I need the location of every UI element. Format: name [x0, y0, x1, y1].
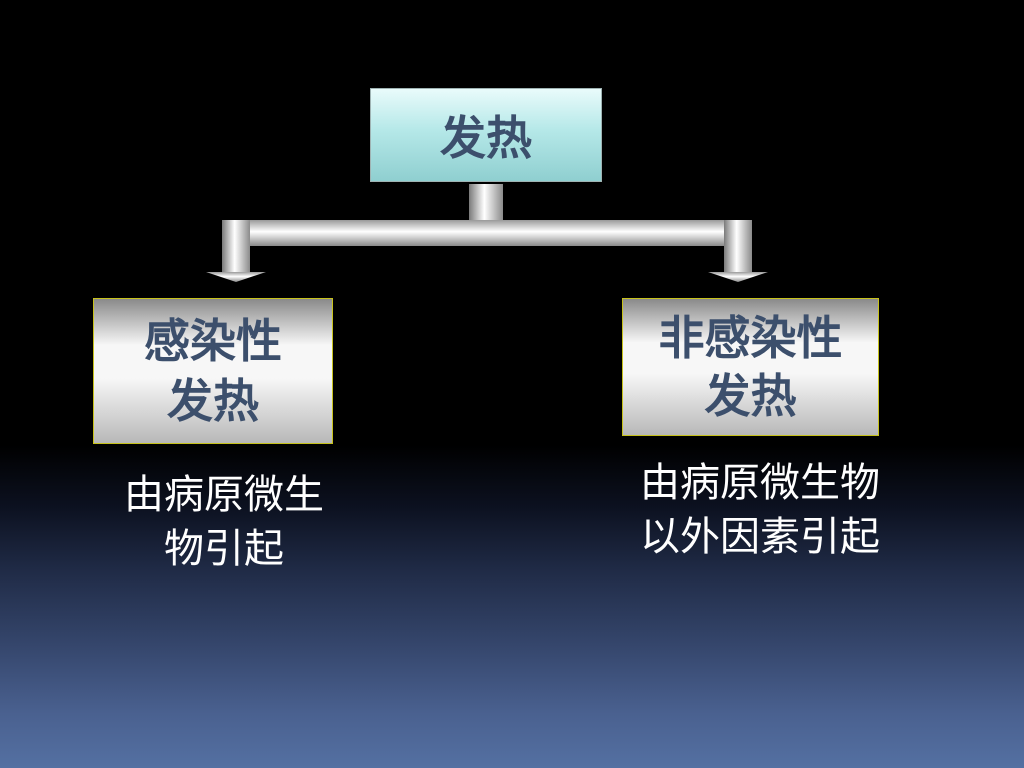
root-node-label: 发热: [440, 111, 532, 165]
right-arrow-head: [708, 272, 768, 282]
root-node-fever: 发热: [370, 88, 602, 182]
left-drop-bar: [222, 220, 250, 272]
description-infectious: 由病原微生 物引起: [90, 468, 358, 576]
stem-bar: [469, 184, 503, 222]
description-line: 物引起: [164, 526, 284, 572]
description-line: 由病原微生物: [640, 460, 880, 506]
description-noninfectious: 由病原微生物 以外因素引起: [600, 456, 920, 564]
right-drop-bar: [724, 220, 752, 272]
description-line: 以外因素引起: [640, 514, 880, 560]
left-arrow-head: [206, 272, 266, 282]
node-label-line: 感染性: [144, 314, 282, 368]
node-noninfectious-fever: 非感染性 发热: [622, 298, 879, 436]
horizontal-bar: [222, 220, 752, 246]
node-infectious-fever: 感染性 发热: [93, 298, 333, 444]
description-line: 由病原微生: [124, 472, 324, 518]
node-label-line: 发热: [704, 369, 797, 423]
node-label-line: 发热: [167, 374, 259, 428]
node-label-line: 非感染性: [658, 311, 843, 365]
